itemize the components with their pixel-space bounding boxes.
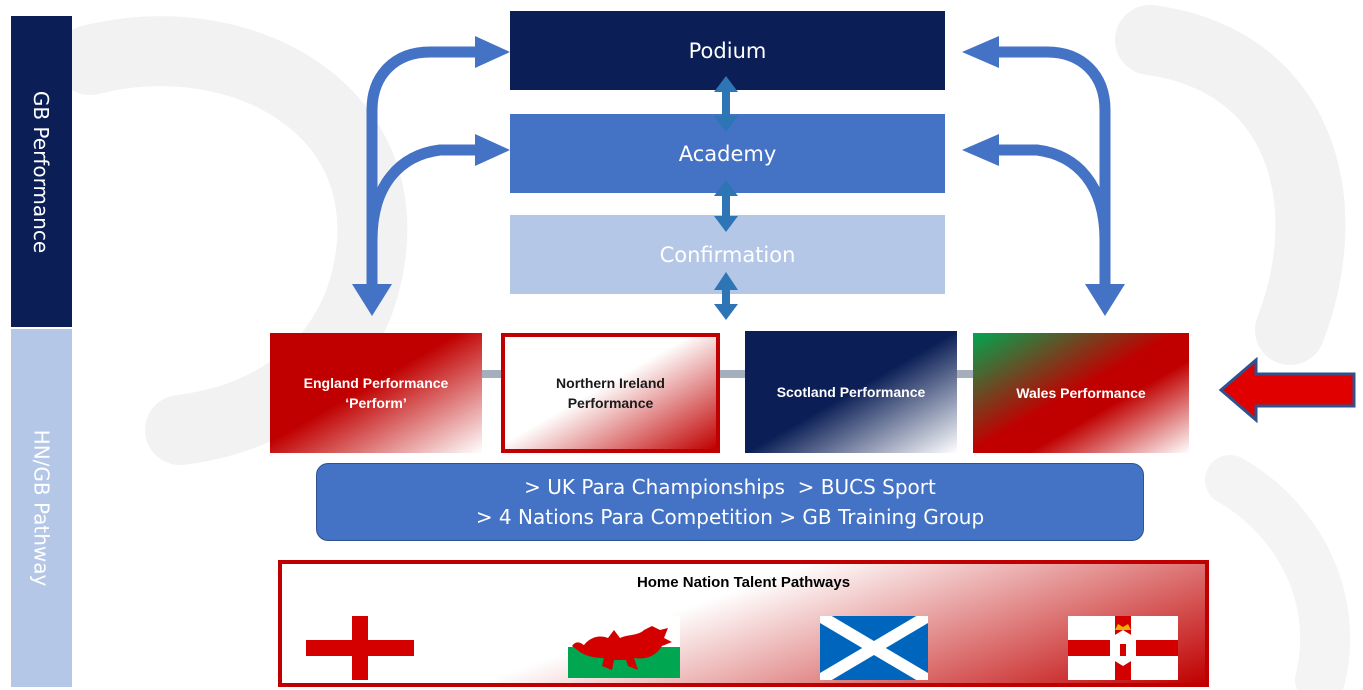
right-outer-arrowhead-top bbox=[962, 36, 999, 68]
left-inner-arrow bbox=[366, 144, 478, 241]
england-flag-icon bbox=[306, 616, 414, 680]
right-inner-arrowhead-top bbox=[962, 134, 999, 166]
connector-scotland-wales bbox=[957, 370, 973, 378]
right-inner-arrow bbox=[996, 144, 1111, 241]
left-outer-arrowhead-top bbox=[475, 36, 510, 68]
wales-performance-label: Wales Performance bbox=[1016, 385, 1146, 401]
talent-pathways-box: Home Nation Talent Pathways bbox=[278, 560, 1209, 687]
left-outer-arrow bbox=[366, 46, 478, 288]
scotland-flag-icon bbox=[820, 616, 928, 680]
hn-gb-pathway-bar: HN/GB Pathway bbox=[11, 329, 72, 687]
connector-england-ni bbox=[482, 370, 501, 378]
wales-pointer-arrow-icon bbox=[1218, 357, 1356, 423]
connector-ni-scotland bbox=[720, 370, 745, 378]
tier-academy-label: Academy bbox=[678, 141, 777, 166]
scotland-performance-box: Scotland Performance bbox=[745, 331, 957, 453]
academy-confirmation-double-arrow bbox=[714, 180, 738, 232]
confirmation-performance-double-arrow bbox=[714, 272, 738, 320]
tier-confirmation-label: Confirmation bbox=[659, 242, 796, 267]
tier-podium-label: Podium bbox=[688, 38, 767, 63]
england-performance-label: England Performance ‘Perform’ bbox=[303, 375, 449, 411]
northern-ireland-performance-label: Northern Ireland Performance bbox=[556, 375, 665, 411]
left-arrowhead-bottom bbox=[352, 284, 392, 316]
wales-performance-box: Wales Performance bbox=[973, 333, 1189, 453]
left-inner-arrowhead-top bbox=[475, 134, 510, 166]
northern-ireland-flag-icon bbox=[1068, 616, 1178, 680]
scotland-performance-label: Scotland Performance bbox=[776, 384, 926, 400]
wales-flag-icon bbox=[568, 616, 680, 678]
tier-podium: Podium bbox=[510, 11, 945, 90]
right-outer-arrow bbox=[996, 46, 1111, 288]
competitions-line-1: > UK Para Championships > BUCS Sport bbox=[524, 475, 936, 499]
competitions-box: > UK Para Championships > BUCS Sport > 4… bbox=[316, 463, 1144, 541]
podium-academy-double-arrow bbox=[714, 76, 738, 132]
england-performance-box: England Performance ‘Perform’ bbox=[270, 333, 482, 453]
competitions-line-2: > 4 Nations Para Competition > GB Traini… bbox=[475, 505, 985, 529]
right-arrowhead-bottom bbox=[1085, 284, 1125, 316]
gb-performance-bar: GB Performance bbox=[11, 16, 72, 327]
talent-pathways-title: Home Nation Talent Pathways bbox=[636, 574, 851, 591]
northern-ireland-performance-box: Northern Ireland Performance bbox=[501, 333, 720, 453]
